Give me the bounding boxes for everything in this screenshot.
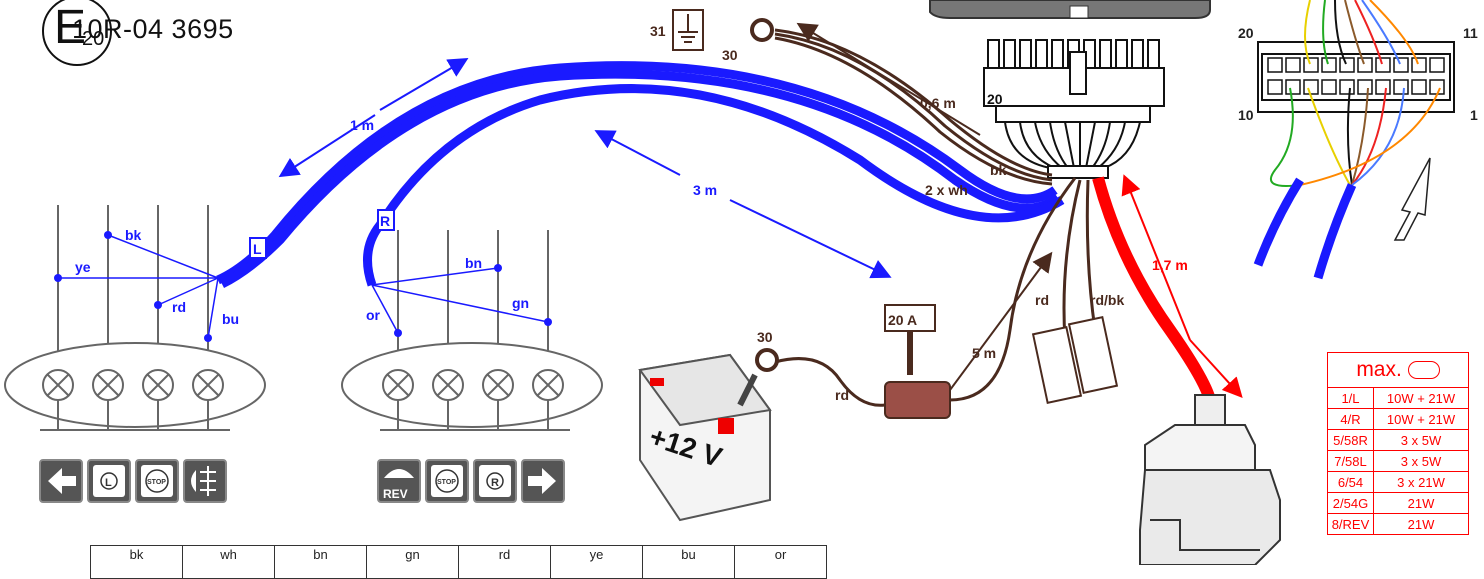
ground-length-label: 0,6 m xyxy=(920,95,956,111)
power-wires xyxy=(755,177,1097,407)
max-power-header: max. xyxy=(1327,352,1469,388)
spec-value: 21W xyxy=(1373,492,1469,514)
tail-R-text: R xyxy=(491,477,499,489)
spec-value: 21W xyxy=(1373,513,1469,535)
left-lamp-tag: L xyxy=(253,241,262,257)
color-cell: gn xyxy=(366,545,459,579)
left-lamp-group: L xyxy=(4,205,267,431)
right-length-arrow-b xyxy=(729,199,892,279)
pin-1-label: 1 xyxy=(1470,107,1478,123)
wire-bk-label: bk xyxy=(990,162,1007,178)
right-length-arrow-a xyxy=(594,130,681,176)
plug-pin-detail: 20 11 10 1 xyxy=(1238,0,1478,280)
left-wire-bu: bu xyxy=(222,311,239,327)
blue-cable-left xyxy=(216,61,1058,285)
spec-pin: 1/L xyxy=(1327,387,1374,409)
spec-value: 3 x 5W xyxy=(1373,450,1469,472)
top-socket-housing xyxy=(929,0,1211,19)
left-length-arrow-a xyxy=(278,114,376,178)
wire-rd-label: rd xyxy=(1035,292,1049,308)
color-cell: or xyxy=(734,545,827,579)
reverse-light-icon xyxy=(377,459,421,503)
flat-terminals xyxy=(1031,316,1119,404)
wire-color-table: bk wh bn gn rd ye bu or xyxy=(90,545,827,579)
color-cell: bu xyxy=(642,545,735,579)
tail-L-text: L xyxy=(105,477,112,489)
wire-rdbk-label: rd/bk xyxy=(1090,292,1124,308)
spec-pin: 8/REV xyxy=(1327,513,1374,535)
left-wire-bk: bk xyxy=(125,227,142,243)
spec-pin: 7/58L xyxy=(1327,450,1374,472)
bulb-icon xyxy=(1407,361,1440,380)
spec-pin: 4/R xyxy=(1327,408,1374,430)
max-label: max. xyxy=(1356,358,1402,381)
color-cell: wh xyxy=(182,545,275,579)
color-cell: bk xyxy=(90,545,183,579)
right-lamp-tag: R xyxy=(380,213,390,229)
color-cell: rd xyxy=(458,545,551,579)
battery-length-label: 5 m xyxy=(972,345,996,361)
left-wire-ye: ye xyxy=(75,259,91,275)
spec-value: 3 x 5W xyxy=(1373,429,1469,451)
fuse xyxy=(884,304,951,419)
spec-pin: 5/58R xyxy=(1327,429,1374,451)
pin-20-label: 20 xyxy=(1238,25,1254,41)
right-lamp-group: R xyxy=(341,209,603,431)
trailer-socket xyxy=(1139,394,1281,565)
left-length-label: 1 m xyxy=(350,117,374,133)
stop-text-right: STOP xyxy=(437,479,456,486)
pin-11-label: 11 xyxy=(1463,25,1478,41)
red-cable-socket xyxy=(1092,176,1216,402)
battery-wire-label: rd xyxy=(835,387,849,403)
spec-value: 10W + 21W xyxy=(1373,387,1469,409)
right-function-icons: REV STOP R xyxy=(377,459,565,503)
battery-ring-label: 30 xyxy=(757,329,773,345)
socket-length-label: 1,7 m xyxy=(1152,257,1188,273)
connector-pin-label: 20 xyxy=(987,91,1003,107)
right-wire-or: or xyxy=(366,307,381,323)
spec-pin: 6/54 xyxy=(1327,471,1374,493)
wire-2wh-label: 2 x wh xyxy=(925,182,968,198)
left-wire-rd: rd xyxy=(172,299,186,315)
left-length-arrow-b xyxy=(379,57,469,111)
ground-terminal-label: 31 xyxy=(650,23,666,39)
ece-e-number: 20 xyxy=(82,28,105,50)
ground-length-arrow xyxy=(796,22,981,136)
spec-pin: 2/54G xyxy=(1327,492,1374,514)
color-cell: ye xyxy=(550,545,643,579)
reverse-text: REV xyxy=(383,487,408,501)
battery: +12 V xyxy=(638,353,772,522)
color-cell: bn xyxy=(274,545,367,579)
battery-length-arrow xyxy=(949,251,1053,391)
ece-e-letter: E xyxy=(54,1,87,54)
stop-text-left: STOP xyxy=(147,479,166,486)
fuse-rating-label: 20 A xyxy=(888,312,917,328)
main-connector: 20 xyxy=(983,39,1165,179)
wiring-diagram: 20 31 30 0,6 m bk 2 x wh 1,7 m xyxy=(4,0,1478,565)
spec-value: 10W + 21W xyxy=(1373,408,1469,430)
ground-ring-label: 30 xyxy=(722,47,738,63)
right-wire-bn: bn xyxy=(465,255,482,271)
left-function-icons: L STOP xyxy=(39,459,227,503)
right-wire-gn: gn xyxy=(512,295,529,311)
pin-10-label: 10 xyxy=(1238,107,1254,123)
right-length-label: 3 m xyxy=(693,182,717,198)
ece-approval-mark: E 20 xyxy=(42,0,112,66)
ground-symbol xyxy=(672,9,704,51)
spec-value: 3 x 21W xyxy=(1373,471,1469,493)
approval-code: 10R-04 3695 xyxy=(72,14,234,44)
